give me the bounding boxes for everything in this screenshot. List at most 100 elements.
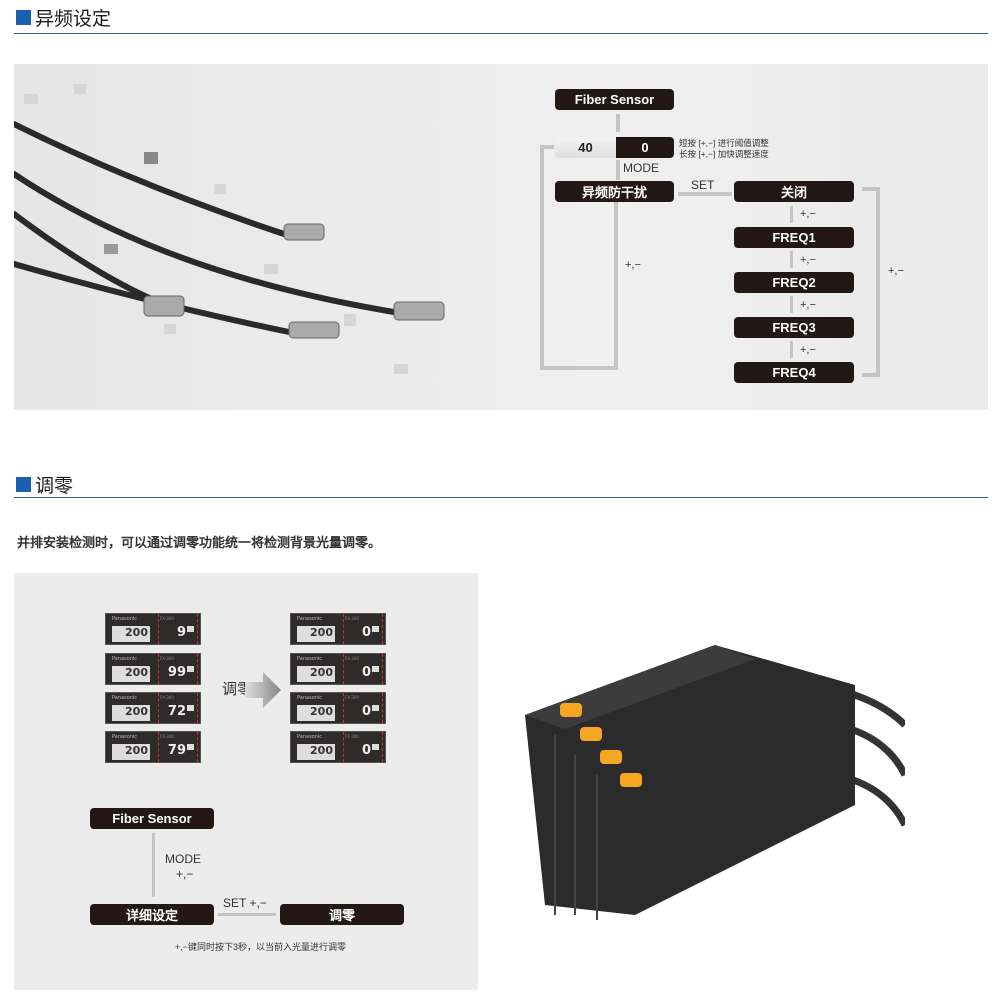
mode-arrow [152, 833, 155, 897]
option-off: 关闭 [734, 181, 854, 202]
sensor-display-before: Panasonic FX-300 200 79 [105, 731, 201, 763]
range-label: FX-300 [160, 616, 174, 621]
option-freq2: FREQ2 [734, 272, 854, 293]
setpoint-value: 200 [297, 626, 335, 642]
note-short-press: 短按 [+,−] 进行阈值调整 [679, 138, 769, 148]
amplifier-image [525, 645, 905, 920]
highlight-frame [343, 732, 383, 762]
set-label: SET +,− [223, 896, 267, 910]
highlight-frame [158, 614, 198, 644]
brand-label: Panasonic [297, 734, 323, 740]
arrow-down [616, 114, 620, 132]
unit-icon [187, 666, 194, 672]
divider [14, 497, 988, 498]
range-label: FX-300 [160, 695, 174, 700]
mode-label: MODE [165, 852, 201, 866]
zero-panel [14, 573, 478, 990]
section-title-zero: 调零 [16, 471, 73, 498]
square-icon [16, 10, 31, 25]
highlight-frame [158, 732, 198, 762]
set-label: SET [691, 178, 715, 192]
light-value: 0 [361, 704, 371, 719]
highlight-frame [343, 654, 383, 684]
mode-keys-label: +,− [176, 867, 194, 881]
loop-right-label: +,− [888, 265, 904, 277]
unit-icon [372, 666, 379, 672]
brand-label: Panasonic [112, 734, 138, 740]
step-label: +,− [800, 344, 816, 356]
option-freq3: FREQ3 [734, 317, 854, 338]
loop-line-left [540, 145, 544, 370]
square-icon [16, 477, 31, 492]
sensor-display-before: Panasonic FX-300 200 99 [105, 653, 201, 685]
setpoint-value: 200 [297, 744, 335, 760]
light-value: 72 [167, 704, 186, 719]
range-label: FX-300 [345, 616, 359, 621]
description: 并排安装检测时，可以通过调零功能统一将检测背景光量调零。 [17, 536, 382, 551]
highlight-frame [343, 614, 383, 644]
light-value: 79 [167, 743, 186, 758]
mode-label: MODE [623, 161, 659, 175]
light-value: 9 [176, 625, 186, 640]
mode-arrow [616, 160, 620, 180]
arrow-right-icon [245, 672, 281, 708]
step-label: +,− [800, 208, 816, 220]
light-value: 0 [361, 743, 371, 758]
sensor-display-after: Panasonic FX-300 200 0 [290, 692, 386, 724]
brand-label: Panasonic [297, 656, 323, 662]
loop-line [862, 187, 878, 191]
step-label: +,− [800, 254, 816, 266]
range-label: FX-300 [345, 695, 359, 700]
highlight-frame [158, 654, 198, 684]
step-arrow [790, 251, 793, 268]
note-long-press: 长按 [+,−] 加快调整速度 [679, 149, 769, 159]
fiber-sensor-box-2: Fiber Sensor [90, 808, 214, 829]
setpoint-value: 200 [112, 666, 150, 682]
setpoint-value: 200 [112, 705, 150, 721]
unit-icon [187, 705, 194, 711]
threshold-value: 40 [555, 137, 616, 158]
fiber-sensor-image [14, 84, 445, 374]
set-arrow [218, 913, 276, 916]
range-label: FX-300 [160, 734, 174, 739]
step-label: +,− [800, 299, 816, 311]
unit-icon [187, 626, 194, 632]
loop-line-right [876, 187, 880, 377]
setpoint-value: 200 [112, 744, 150, 760]
sensor-display-after: Panasonic FX-300 200 0 [290, 731, 386, 763]
light-value: 0 [361, 625, 371, 640]
brand-label: Panasonic [297, 616, 323, 622]
option-freq4: FREQ4 [734, 362, 854, 383]
interference-box: 异频防干扰 [555, 181, 674, 202]
zero-arrow-label: 调零 [222, 680, 253, 698]
unit-icon [372, 744, 379, 750]
set-arrow [678, 192, 732, 196]
brand-label: Panasonic [112, 656, 138, 662]
loop-line [540, 145, 554, 149]
zero-box: 调零 [280, 904, 404, 925]
loop-line [862, 373, 878, 377]
range-label: FX-300 [345, 734, 359, 739]
brand-label: Panasonic [297, 695, 323, 701]
sensor-display-before: Panasonic FX-300 200 72 [105, 692, 201, 724]
unit-icon [372, 626, 379, 632]
section-title-freq: 异频设定 [16, 4, 111, 31]
highlight-frame [158, 693, 198, 723]
brand-label: Panasonic [112, 695, 138, 701]
loop-line [540, 366, 618, 370]
range-label: FX-300 [345, 656, 359, 661]
sensor-display-after: Panasonic FX-300 200 0 [290, 613, 386, 645]
range-label: FX-300 [160, 656, 174, 661]
light-value: 99 [167, 665, 186, 680]
setpoint-value: 200 [112, 626, 150, 642]
highlight-frame [343, 693, 383, 723]
zero-note: +,−键同时按下3秒，以当前入光量进行调零 [175, 942, 347, 952]
loop-left-label: +,− [625, 259, 641, 271]
setpoint-value: 200 [297, 705, 335, 721]
step-arrow [790, 206, 793, 223]
unit-icon [372, 705, 379, 711]
current-value: 0 [616, 137, 674, 158]
loop-line [614, 202, 618, 370]
